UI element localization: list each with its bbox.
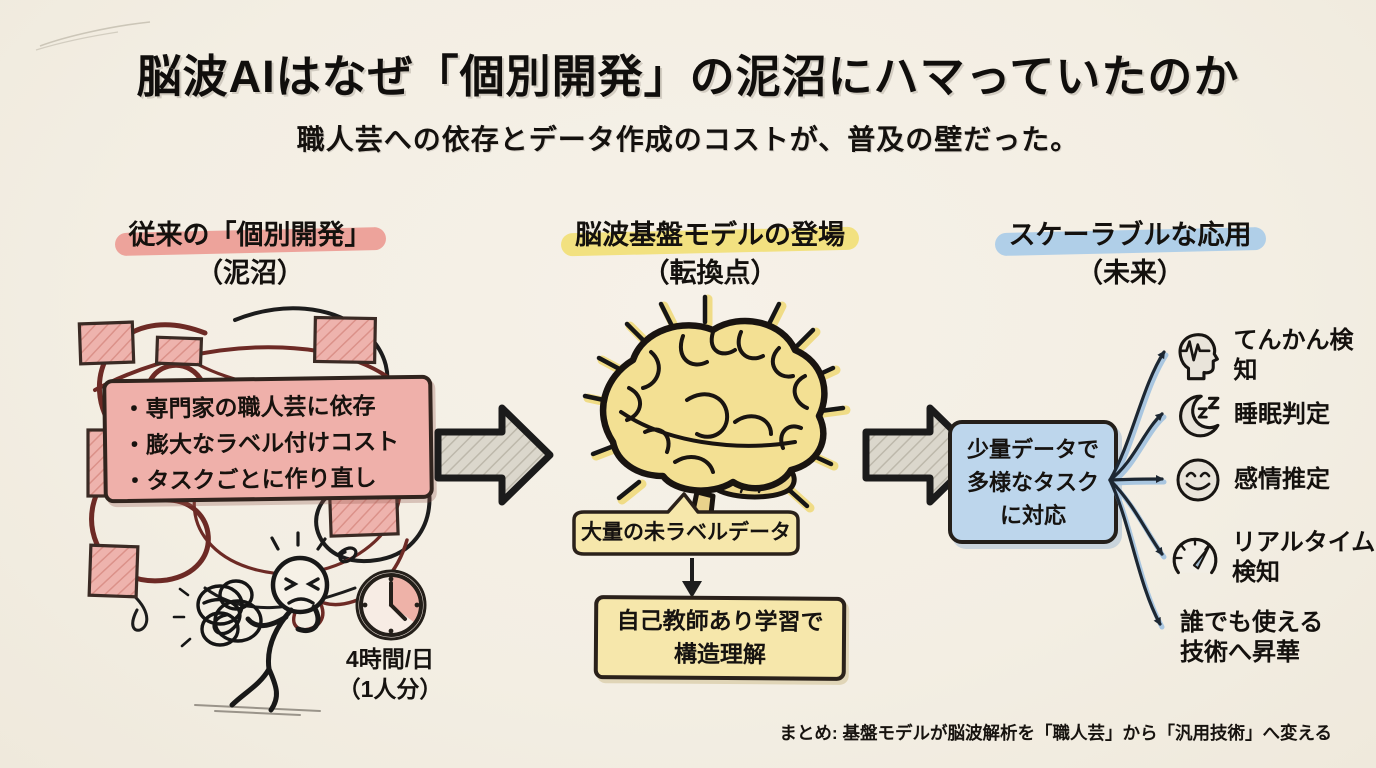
stressed-person-figure [172,531,358,716]
column-heading-past: 従来の「個別開発」 （泥沼） [65,216,435,292]
block-arrow-icon [434,404,554,506]
heading-highlight-blue: スケーラブルな応用 [999,216,1262,254]
column-subheading-turning-point: （転換点） [642,258,778,288]
sleep-moon-icon [1179,394,1220,438]
time-cost-value: 4時間/日 [345,646,435,672]
down-arrow-icon [682,558,702,598]
self-supervised-learning-box: 自己教師あり学習で 構造理解 [593,595,847,681]
application-democratize: 誰でも使える 技術へ昇華 [1180,609,1324,666]
heading-highlight-pink: 従来の「個別開発」 [119,216,382,254]
problem-list-box: ・専門家の職人芸に依存 ・膨大なラベル付けコスト ・タスクごとに作り直し [102,374,434,504]
few-shot-capability-box: 少量データで 多様なタスク に対応 [948,420,1118,544]
application-emotion: 感情推定 [1174,456,1330,504]
clock-icon [355,569,427,641]
problem-item: ・タスクごとに作り直し [123,464,377,495]
pink-square [154,335,204,367]
page-subtitle: 職人芸への依存とデータ作成のコストが、普及の壁だった。 [296,124,1080,155]
column-heading-future: スケーラブルな応用 （未来） [940,216,1320,292]
pink-square [312,315,378,365]
pencil-scribble [35,21,151,51]
column-subheading-past: （泥沼） [196,258,304,288]
summary-text: まとめ: 基盤モデルが脳波解析を「職人芸」から「汎用技術」へ変える [779,723,1332,743]
time-cost-note: （1人分） [337,676,443,702]
unlabeled-data-label: 大量の未ラベルデータ [581,521,791,544]
problem-item: ・膨大なラベル付けコスト [122,428,400,459]
page-title: 脳波AIはなぜ「個別開発」の泥沼にハマっていたのか [136,51,1240,102]
epilepsy-head-icon [1178,333,1219,381]
application-epilepsy: てんかん検知 [1172,326,1376,386]
column-heading-turning-point: 脳波基盤モデルの登場 （転換点） [505,216,915,292]
pink-square [87,543,140,599]
emotion-face-icon [1176,458,1220,502]
application-realtime: リアルタイム 検知 [1170,528,1375,588]
fan-arrows [1108,350,1169,630]
labeling-time-cost: 4時間/日 （1人分） [322,644,458,704]
pink-square [77,320,136,366]
column-subheading-future: （未来） [1076,258,1184,288]
realtime-gauge-icon [1172,537,1218,575]
application-sleep: 睡眠判定 [1172,390,1330,440]
heading-highlight-yellow: 脳波基盤モデルの登場 [565,216,855,254]
unlabeled-data-callout [572,492,800,556]
problem-item: ・専門家の職人芸に依存 [122,392,376,423]
